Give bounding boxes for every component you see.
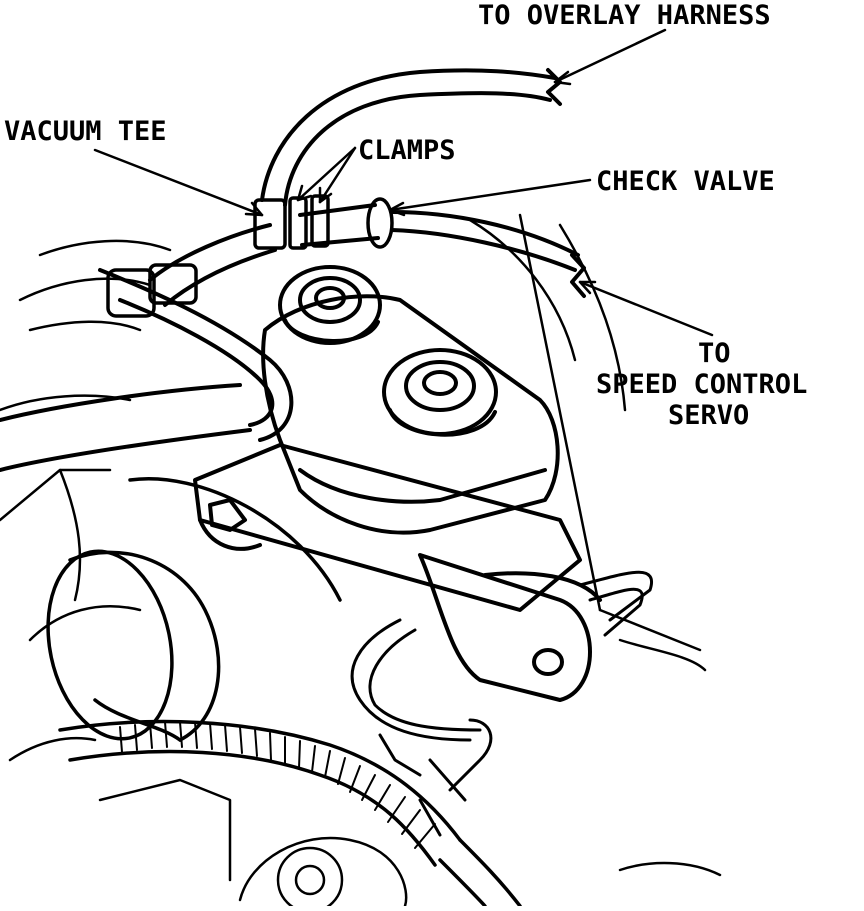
label-speed-control-servo: SERVO: [668, 400, 750, 431]
clamp-left: [288, 196, 308, 250]
label-vacuum-tee: VACUUM TEE: [4, 116, 167, 147]
vacuum-hoses: [0, 68, 586, 472]
check-valve-leader: [388, 178, 592, 212]
leader-lines: [93, 28, 714, 337]
label-speed-control: SPEED CONTROL: [596, 369, 808, 400]
check-valve-part: [366, 197, 394, 249]
label-check-valve: CHECK VALVE: [596, 166, 775, 197]
overlay-harness-leader: [553, 28, 667, 84]
label-clamps: CLAMPS: [358, 135, 456, 166]
master-cylinder-body: [193, 443, 602, 702]
vacuum-tee-leader: [93, 148, 264, 217]
brake-booster: [46, 477, 342, 742]
label-speed-control-to: TO: [698, 338, 731, 369]
clamps-leader-right: [318, 146, 357, 204]
vacuum-tee-part: [253, 198, 287, 250]
label-to-overlay-harness: TO OVERLAY HARNESS: [478, 0, 771, 31]
clamps-leader-left: [296, 146, 357, 202]
brake-lines: [350, 570, 654, 837]
engine-background: [0, 213, 722, 911]
wiring-loom: [58, 719, 522, 908]
master-cylinder-reservoir: [261, 265, 560, 535]
speed-control-leader: [578, 280, 714, 337]
clamp-right: [310, 194, 330, 248]
